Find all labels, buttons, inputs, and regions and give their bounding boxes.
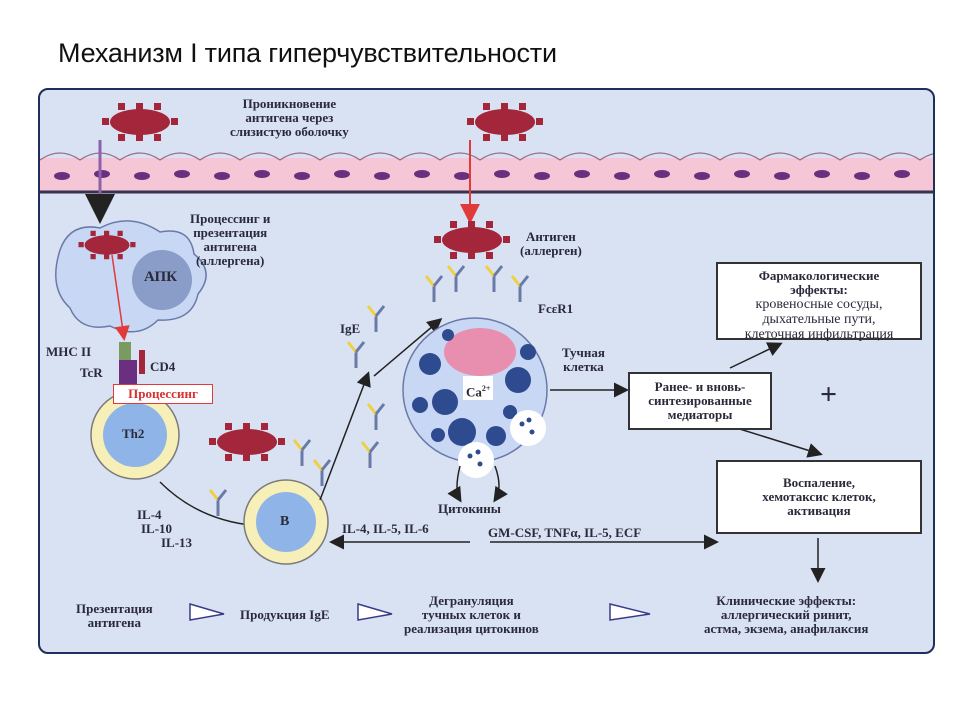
free-ige-4 <box>360 440 380 470</box>
b-ige-2 <box>292 438 312 468</box>
summary-step-ige: Продукция IgE <box>240 607 330 622</box>
mhc-label: MHC II <box>46 344 92 359</box>
free-ige-1 <box>366 304 386 334</box>
vesicle-2 <box>458 442 494 478</box>
antigen-label: Антиген(аллерген) <box>520 229 582 258</box>
mast-ige-2 <box>446 264 466 294</box>
fce-label: FcεR1 <box>538 301 574 316</box>
b-ige-1 <box>208 488 228 518</box>
summary-step-clinical: Клинические эффекты:аллергический ринит,… <box>704 593 869 636</box>
allergen-top-center <box>467 103 543 141</box>
il-b-label: IL-4, IL-5, IL-6 <box>342 521 429 536</box>
inflammation-box: Воспаление,хемотаксис клеток,активация <box>716 460 922 534</box>
ca-box <box>463 376 493 400</box>
mast-granules <box>412 329 536 446</box>
mast-nucleus <box>444 328 516 376</box>
cd4-label: CD4 <box>150 359 176 374</box>
bottom-arrows <box>189 602 651 621</box>
vesicle-1 <box>510 410 546 446</box>
th2-label: Th2 <box>122 426 145 441</box>
epithelium-cells <box>40 152 933 161</box>
cd4 <box>139 350 145 374</box>
mast-ige-1 <box>424 274 444 304</box>
slide-title: Механизм I типа гиперчувствительности <box>58 38 557 68</box>
b-label: B <box>280 514 290 529</box>
cytokines-label: Цитокины <box>438 501 501 516</box>
gm-label: GM-CSF, TNFα, IL-5, ECF <box>488 525 642 540</box>
mediators-to-pharm-arrow <box>729 342 783 369</box>
diagram-graphics <box>40 103 933 621</box>
plus-sign: + <box>820 378 838 411</box>
processing-arrow <box>111 254 130 341</box>
th2-nucleus <box>103 403 167 467</box>
apc-nucleus <box>132 250 192 310</box>
tcr-label: TcR <box>80 365 103 380</box>
apc-label: АПК <box>144 269 178 285</box>
ige-to-mast-arrow <box>373 318 443 377</box>
ige-label: IgE <box>340 321 361 336</box>
free-ige-3 <box>366 402 386 432</box>
allergen-top-left <box>102 103 178 141</box>
ca-label: Ca2+ <box>466 384 491 400</box>
mast-ige-4 <box>510 274 530 304</box>
b-allergen <box>209 423 285 461</box>
b-to-ige-arrow <box>319 371 371 501</box>
mediators-to-inflammation-arrow <box>729 425 823 458</box>
mast-allergen <box>434 221 510 259</box>
free-ige-2 <box>346 340 366 370</box>
tcr <box>119 360 129 386</box>
b-nucleus <box>256 492 316 552</box>
mast-ige-3 <box>484 264 504 294</box>
epithelium-layer <box>40 158 933 192</box>
mhc-ii <box>119 342 131 360</box>
epithelium-nuclei <box>54 170 910 180</box>
processing-box: Процессинг <box>113 384 213 404</box>
